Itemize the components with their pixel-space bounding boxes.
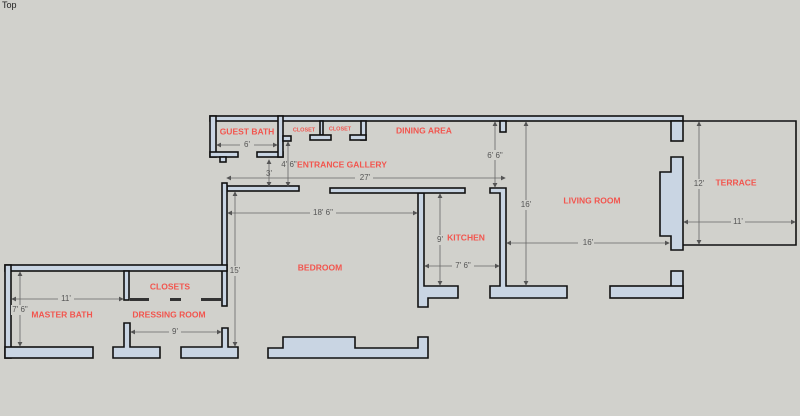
- room-label-dining-area: DINING AREA: [396, 125, 452, 135]
- closet-door: [130, 298, 149, 301]
- wall-closet-right-base: [349, 134, 367, 141]
- dim-gallery-length: 27': [360, 173, 371, 182]
- wall-dressing-bottom-right: [180, 327, 239, 359]
- wall-bedroom-bottom: [267, 336, 429, 359]
- dim-guest-bath-width: 6': [244, 140, 250, 149]
- wall-living-bottom: [609, 285, 684, 299]
- view-label: Top: [2, 0, 17, 10]
- dim-master-bath-depth: 7' 6": [12, 305, 28, 314]
- dim-bedroom-depth: 15': [230, 266, 241, 275]
- room-label-bedroom: BEDROOM: [298, 262, 342, 272]
- dim-master-bath-width: 11': [61, 294, 71, 303]
- wall-master-top: [4, 264, 228, 272]
- dim-dining-depth: 6' 6": [487, 151, 503, 160]
- wall-fireplace: [659, 156, 684, 251]
- room-label-master-bath: MASTER BATH: [31, 309, 92, 319]
- dim-gallery-width: 3': [266, 169, 272, 178]
- dim-gallery-depth: 4' 6": [281, 160, 297, 169]
- terrace-outline: [683, 120, 797, 246]
- dim-kitchen-depth: 9': [437, 235, 443, 244]
- room-label-closet: CLOSET: [329, 126, 352, 132]
- wall-gallery-bottom-right: [329, 187, 466, 194]
- dim-dressing-width: 9': [172, 327, 178, 336]
- wall-gallery-bottom-left: [226, 185, 300, 192]
- wall-closet-jamb: [282, 135, 292, 142]
- wall-guest-bath-stub: [219, 156, 227, 163]
- closet-door: [170, 298, 181, 301]
- room-label-terrace: TERRACE: [715, 177, 756, 187]
- dim-living-width: 16': [583, 238, 594, 247]
- room-label-closet: CLOSET: [293, 127, 316, 133]
- wall-master-bottom: [4, 346, 94, 359]
- dim-bedroom-width: 18' 6": [313, 208, 333, 217]
- closet-door: [201, 298, 222, 301]
- wall-master-left: [4, 264, 12, 359]
- wall-closet-divider-base: [309, 134, 332, 141]
- dimension-labels: 6' 4' 6" 3' 27' 6' 6" 16' 16' 12' 11' 9'…: [11, 140, 745, 337]
- wall-guest-bath-left: [209, 115, 217, 158]
- walls: [4, 115, 684, 359]
- wall-dressing-bottom-left: [112, 322, 161, 359]
- wall-living-top-right: [670, 120, 684, 142]
- room-label-living-room: LIVING ROOM: [563, 195, 620, 205]
- room-labels: GUEST BATH CLOSET CLOSET DINING AREA ENT…: [31, 125, 756, 319]
- room-label-closets: CLOSETS: [150, 281, 190, 291]
- dim-terrace-width: 11': [733, 217, 743, 226]
- wall-master-partition: [123, 270, 130, 301]
- wall-dining-stub: [499, 120, 507, 133]
- dim-living-depth: 16': [521, 200, 532, 209]
- wall-bedroom-left: [221, 182, 228, 307]
- wall-kitchen-left: [417, 192, 459, 308]
- room-label-guest-bath: GUEST BATH: [220, 126, 275, 136]
- wall-living-left: [489, 187, 568, 299]
- room-label-kitchen: KITCHEN: [447, 232, 485, 242]
- room-label-entrance-gallery: ENTRANCE GALLERY: [297, 159, 387, 169]
- closet-doors: [130, 298, 222, 301]
- room-label-dressing-room: DRESSING ROOM: [132, 309, 205, 319]
- dim-kitchen-width: 7' 6": [455, 261, 471, 270]
- wall-closet-divider: [319, 120, 324, 136]
- dim-terrace-depth: 12': [694, 179, 705, 188]
